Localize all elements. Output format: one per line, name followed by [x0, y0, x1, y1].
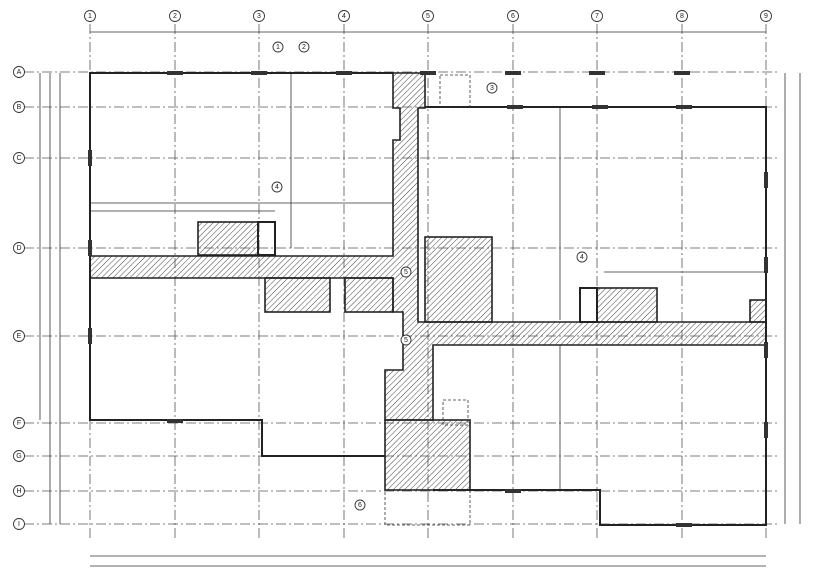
column-markers: [88, 71, 768, 527]
grid-bubble-row-C: [13, 152, 25, 164]
grid-bubble-row-D: [13, 242, 25, 254]
grid-label-col: 9: [764, 13, 768, 20]
column-marker: [336, 71, 352, 75]
service-room-1: [264, 277, 331, 313]
circulation-cores: [89, 72, 767, 491]
callout-bubble: [272, 41, 284, 53]
grid-label-col: 6: [511, 13, 515, 20]
grid-bubble-col-5: [422, 10, 434, 22]
grid-label-col: 8: [680, 13, 684, 20]
column-marker: [88, 150, 92, 166]
column-marker: [251, 71, 267, 75]
restrooms: [424, 236, 493, 323]
grid-bubble-row-E: [13, 330, 25, 342]
column-marker: [167, 419, 183, 423]
column-marker: [764, 422, 768, 438]
grid-label-row: B: [17, 104, 22, 111]
grid-label-row: F: [17, 420, 21, 427]
callout-bubble: [271, 181, 283, 193]
callout-label: 3: [490, 85, 494, 92]
callout-label: 1: [276, 44, 280, 51]
grid-bubble-col-3: [253, 10, 265, 22]
dimension-lines: [39, 31, 801, 567]
column-marker: [420, 71, 436, 75]
grid-label-row: I: [18, 521, 20, 528]
column-marker: [764, 342, 768, 358]
callout-label: 4: [580, 254, 584, 261]
callouts: 1 2 4 3 4 5 5 6: [271, 41, 588, 511]
callout-bubble: [400, 334, 412, 346]
grid-bubble-row-F: [13, 417, 25, 429]
grid-label-row: G: [16, 453, 21, 460]
callout-bubble: [576, 251, 588, 263]
column-marker: [167, 71, 183, 75]
grid-label-row: H: [16, 488, 21, 495]
grid-bubbles: 1 2 3 4 5 6 7 8 9A B C D E F G H I: [13, 10, 772, 530]
grid-label-row: A: [17, 69, 22, 76]
grid-bubble-col-2: [169, 10, 181, 22]
grid-label-col: 7: [595, 13, 599, 20]
callout-label: 5: [404, 337, 408, 344]
east-stair: [596, 287, 658, 323]
column-marker: [674, 71, 690, 75]
callout-label: 6: [358, 502, 362, 509]
service-room-2: [344, 277, 394, 313]
column-marker: [505, 71, 521, 75]
grid-label-col: 3: [257, 13, 261, 20]
column-marker: [676, 105, 692, 109]
grid-bubble-col-4: [338, 10, 350, 22]
grid-bubble-row-I: [13, 518, 25, 530]
grid-bubble-col-9: [760, 10, 772, 22]
callout-bubble: [354, 499, 366, 511]
callout-label: 2: [302, 44, 306, 51]
grid-bubble-col-1: [84, 10, 96, 22]
callout-bubble: [298, 41, 310, 53]
grid-label-col: 2: [173, 13, 177, 20]
column-marker: [507, 105, 523, 109]
column-marker: [764, 257, 768, 273]
column-marker: [676, 523, 692, 527]
callout-label: 4: [275, 184, 279, 191]
grid-label-col: 5: [426, 13, 430, 20]
column-marker: [589, 71, 605, 75]
grid-bubble-row-A: [13, 66, 25, 78]
grid-bubble-row-H: [13, 485, 25, 497]
grid-bubble-col-6: [507, 10, 519, 22]
column-marker: [88, 240, 92, 256]
callout-label: 5: [404, 269, 408, 276]
grid-bubble-col-7: [591, 10, 603, 22]
grid-label-row: E: [17, 333, 22, 340]
west-stair: [197, 221, 259, 256]
grid-label-col: 4: [342, 13, 346, 20]
callout-bubble: [486, 82, 498, 94]
main-corridor-spine: [89, 72, 767, 421]
column-marker: [592, 105, 608, 109]
grid-bubble-row-G: [13, 450, 25, 462]
callout-bubble: [400, 266, 412, 278]
grid-bubble-col-8: [676, 10, 688, 22]
east-vestibule: [749, 299, 767, 323]
grid-label-row: C: [16, 155, 21, 162]
grid-label-col: 1: [88, 13, 92, 20]
grid-label-row: D: [16, 245, 21, 252]
grid-bubble-row-B: [13, 101, 25, 113]
column-marker: [764, 172, 768, 188]
column-marker: [88, 328, 92, 344]
column-marker: [505, 489, 521, 493]
lobby-stair: [384, 419, 471, 491]
